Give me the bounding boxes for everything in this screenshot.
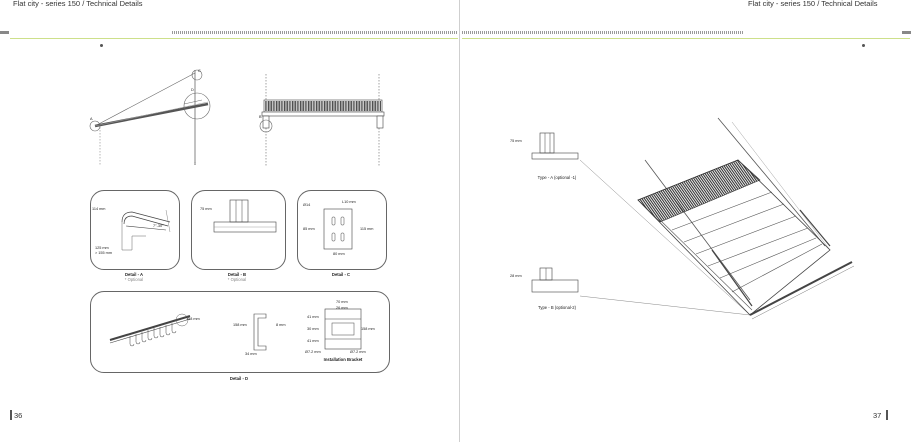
- detail-d-dim-1: 158 mm: [186, 317, 200, 321]
- header-dot-left: [100, 44, 103, 47]
- header-bar-left: [0, 31, 9, 34]
- detail-c-dim-2: 85 mm: [303, 227, 315, 231]
- detail-b-note: * Optional: [227, 277, 247, 282]
- detail-d-dim-9: 158 mm: [361, 327, 375, 331]
- header-rule-left: [10, 38, 458, 39]
- page-number-bar-right: [886, 410, 888, 420]
- installation-bracket-label: Installation Bracket: [323, 357, 363, 362]
- type-b-dim: 28 mm: [510, 274, 522, 278]
- detail-d-dim-7: 41 mm: [307, 315, 319, 319]
- detail-a-note: * Optional: [124, 277, 144, 282]
- front-view-drawing: [259, 74, 385, 166]
- point-c-label: C: [198, 69, 201, 73]
- header-bar-right: [902, 31, 911, 34]
- type-b-drawing: [531, 267, 579, 293]
- header-rule-right: [462, 38, 910, 39]
- detail-d-dim-8: 30 mm: [307, 327, 319, 331]
- point-d-label: D: [191, 88, 194, 92]
- page-title-right: Flat city - series 150 / Technical Detai…: [748, 0, 878, 8]
- type-b-caption: Type - B (optional-2): [538, 305, 576, 310]
- detail-d-dim-2: 158 mm: [233, 323, 247, 327]
- detail-c-dim-3: 115 mm: [360, 227, 374, 231]
- type-a-dim: 75 mm: [510, 139, 522, 143]
- detail-d-dim-4: 34 mm: [245, 352, 257, 356]
- detail-a-dim-2: 125 mm: [95, 246, 109, 250]
- detail-c-dim-4: 80 mm: [333, 252, 345, 256]
- detail-d-dim-11: Ø7.2 mm: [305, 350, 321, 354]
- page-number-left: 36: [14, 411, 23, 420]
- detail-a-dim-1: 114 mm: [92, 207, 106, 211]
- detail-a-dim-3: > 155 mm: [95, 251, 112, 255]
- point-a-label: A: [90, 117, 93, 121]
- page-title-left: Flat city - series 150 / Technical Detai…: [13, 0, 143, 8]
- detail-c-dia: Ø14: [303, 203, 311, 207]
- detail-a-angle: 7°-30°: [153, 224, 164, 228]
- detail-a-drawing: [121, 209, 171, 251]
- detail-d-drawing: [109, 313, 191, 347]
- awning-isometric-drawing: [579, 117, 855, 320]
- header-stripe-left: [172, 31, 458, 34]
- detail-b-box: [191, 190, 286, 270]
- detail-b-dim-1: 75 mm: [200, 207, 212, 211]
- detail-c-drawing: [323, 208, 353, 250]
- detail-d-dim-3: 8 mm: [276, 323, 286, 327]
- detail-c-dim-1: L10 mm: [342, 200, 356, 204]
- page-number-bar-left: [10, 410, 12, 420]
- page-number-right: 37: [873, 411, 882, 420]
- right-page: Flat city - series 150 / Technical Detai…: [460, 0, 920, 442]
- detail-d-dim-5: 70 mm: [336, 300, 348, 304]
- type-a-drawing: [531, 132, 579, 160]
- installation-bracket-drawing: [324, 308, 362, 350]
- side-view-drawing: [89, 69, 211, 165]
- detail-b-caption: Detail - B: [227, 272, 247, 277]
- detail-c-box: [297, 190, 387, 270]
- detail-d-dim-12: Ø7.2 mm: [350, 350, 366, 354]
- detail-c-caption: Detail - C: [331, 272, 351, 277]
- type-a-caption: Type - A (optional -1): [537, 175, 577, 180]
- header-dot-right: [862, 44, 865, 47]
- detail-d-profile: [253, 313, 267, 351]
- left-page: Flat city - series 150 / Technical Detai…: [0, 0, 458, 420]
- detail-d-dim-6: 26 mm: [336, 306, 348, 310]
- point-b-label: B: [259, 115, 262, 119]
- page-gutter: [459, 0, 460, 442]
- detail-a-caption: Detail - A: [125, 272, 143, 277]
- header-stripe-right: [462, 31, 744, 34]
- detail-d-caption: Detail - D: [229, 376, 249, 381]
- detail-b-drawing: [213, 199, 277, 233]
- detail-d-dim-10: 41 mm: [307, 339, 319, 343]
